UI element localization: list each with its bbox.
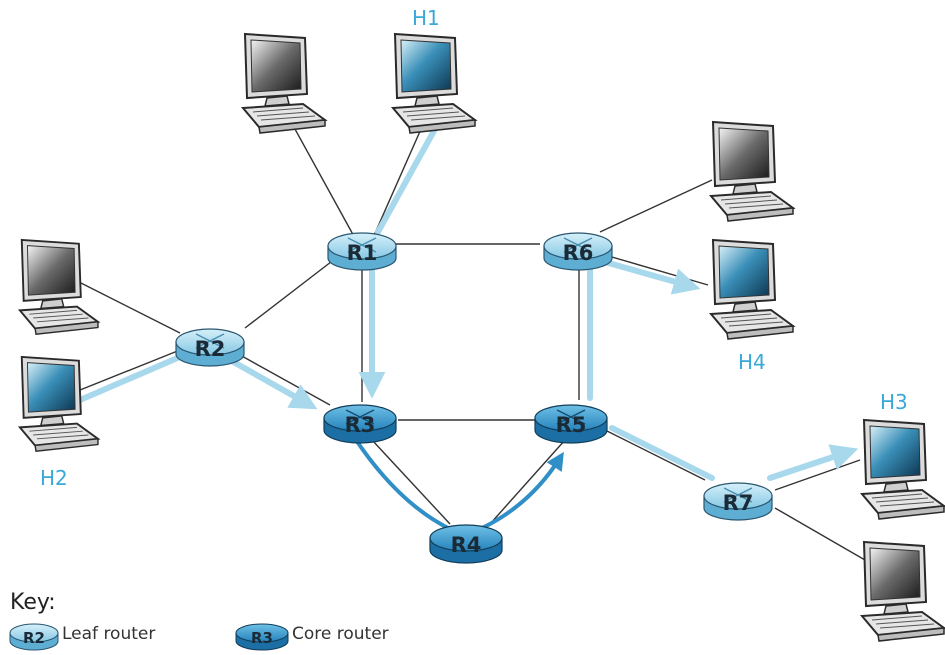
host-pc-top-left <box>241 32 327 135</box>
router-r5-label: R5 <box>556 413 587 437</box>
host-pc-left <box>18 238 100 336</box>
router-r2: R2 <box>175 328 245 367</box>
leaf-flow-paths <box>77 117 859 481</box>
router-r5: R5 <box>534 404 608 444</box>
router-r1: R1 <box>327 232 397 271</box>
host-h3 <box>860 418 945 521</box>
flow-h1-r1 <box>375 117 443 235</box>
host-h3-label: H3 <box>880 390 908 414</box>
link-r2-r3 <box>239 354 331 406</box>
link-r4-r5 <box>489 439 566 525</box>
key-leaf-router-badge: R2 <box>23 629 45 647</box>
router-r4: R4 <box>429 524 503 564</box>
link-r1-h1 <box>371 119 426 241</box>
key-core-router-icon: R3 <box>235 623 289 651</box>
router-r1-label: R1 <box>347 241 378 265</box>
router-r7: R7 <box>703 482 773 521</box>
host-pc-right-top <box>709 120 795 223</box>
link-r6-h4 <box>604 254 709 286</box>
router-r2-label: R2 <box>195 337 226 361</box>
flow-h2-r2 <box>77 353 185 403</box>
router-r6: R6 <box>543 232 613 271</box>
flow-r3-r4 <box>354 438 454 532</box>
host-h1 <box>391 32 477 135</box>
router-r6-label: R6 <box>563 241 594 265</box>
host-pc-bottom-right <box>860 540 945 643</box>
key-leaf-router-label: Leaf router <box>62 624 156 644</box>
link-r5-r7 <box>604 429 706 481</box>
flow-r6-h4 <box>602 259 701 295</box>
host-h2-label: H2 <box>40 466 68 490</box>
link-r3-r4 <box>371 439 451 525</box>
host-h4-label: H4 <box>738 350 766 374</box>
link-r1-pc-top-left <box>289 119 357 241</box>
host-h2 <box>18 355 100 453</box>
router-r7-label: R7 <box>723 491 754 515</box>
host-h4 <box>709 238 795 341</box>
link-r7-pc-bottom-right <box>774 507 866 561</box>
link-r2-pc-left <box>74 279 181 334</box>
key-title: Key: <box>10 590 56 615</box>
flow-r7-h3 <box>767 444 859 481</box>
host-h1-label: H1 <box>412 6 440 30</box>
router-r4-label: R4 <box>451 533 482 557</box>
link-r2-h2 <box>74 349 181 393</box>
link-r6-pc-right-top <box>599 179 713 233</box>
key-core-router-label: Core router <box>292 624 389 644</box>
flow-r2-r3 <box>227 357 318 410</box>
core-flow-paths <box>354 438 564 532</box>
router-r3: R3 <box>323 404 397 444</box>
link-r1-r2 <box>244 254 341 329</box>
flow-r4-r5 <box>480 451 564 530</box>
flow-r5-r7 <box>609 425 715 481</box>
router-r3-label: R3 <box>345 413 376 437</box>
key-leaf-router-icon: R2 <box>9 623 59 651</box>
key-core-router-badge: R3 <box>251 629 273 647</box>
